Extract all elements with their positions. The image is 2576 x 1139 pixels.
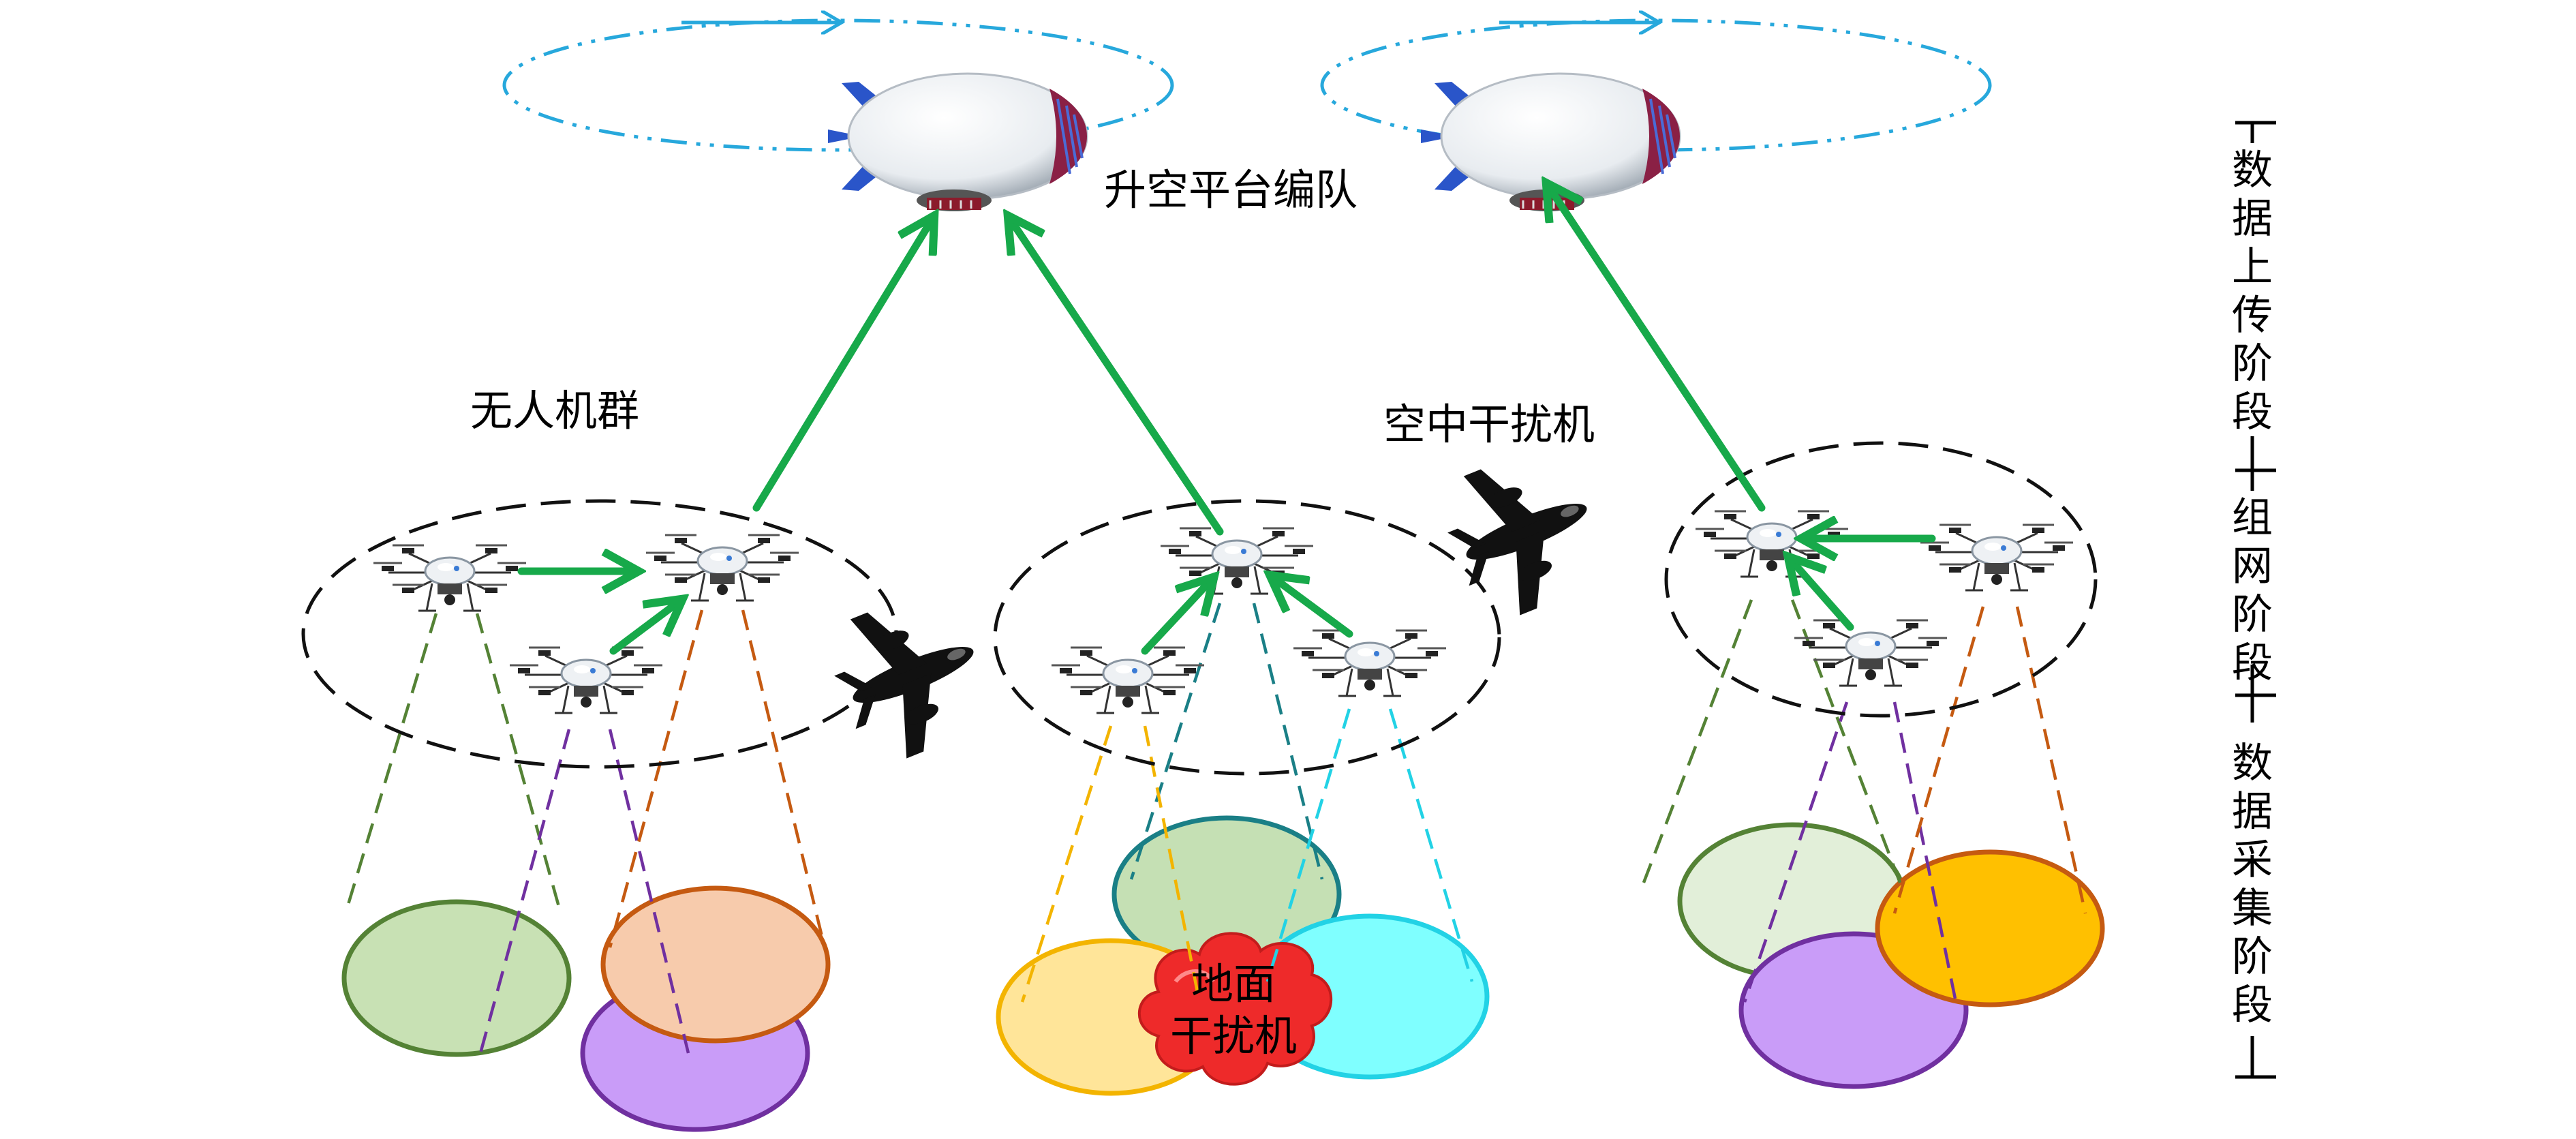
drone-icon — [1159, 527, 1315, 595]
ground-jammer-label-line1: 地面 — [1191, 959, 1276, 1009]
platform-formation-label: 升空平台编队 — [1104, 165, 1358, 215]
drone-icon — [1919, 523, 2074, 592]
projection-lines-right — [1640, 599, 2087, 1003]
phase-networking-label: 组网阶段 — [2232, 494, 2273, 687]
air-jammer-label: 空中干扰机 — [1383, 399, 1595, 449]
cluster-boundary-left — [301, 499, 898, 769]
jammer-plane-icon — [816, 581, 1002, 772]
cluster-boundary-middle — [993, 499, 1501, 776]
projection-lines-left — [346, 609, 827, 1054]
cluster-boundary-right — [1664, 441, 2098, 718]
phase-upload-label: 数据上传阶段 — [2232, 147, 2273, 436]
coverage-areas-right — [1677, 822, 2105, 1089]
data-link-arrows — [517, 184, 1936, 655]
ground-jammer-label: 地面 干扰机 — [1152, 958, 1315, 1062]
jammer-plane-icon — [1430, 438, 1615, 629]
projection-lines-middle — [1020, 603, 1474, 1003]
platform-orbit-left — [502, 20, 1174, 152]
drone-icon — [372, 544, 527, 612]
drone-icon — [1694, 510, 1850, 578]
drone-icon — [508, 646, 664, 714]
drone-icon — [1292, 629, 1447, 697]
drone-icon — [1050, 646, 1206, 714]
drone-icon — [645, 534, 800, 602]
phase-collection-label: 数据采集阶段 — [2232, 740, 2273, 1029]
drone-icon — [1793, 619, 1948, 687]
ground-jammer-label-line2: 干扰机 — [1169, 1011, 1297, 1061]
coverage-areas-left — [341, 885, 831, 1132]
uav-swarm-label: 无人机群 — [470, 386, 640, 436]
airship-icon — [827, 72, 1088, 213]
cloud-icon — [1137, 932, 1333, 1086]
phase-bracket — [2235, 121, 2276, 1079]
